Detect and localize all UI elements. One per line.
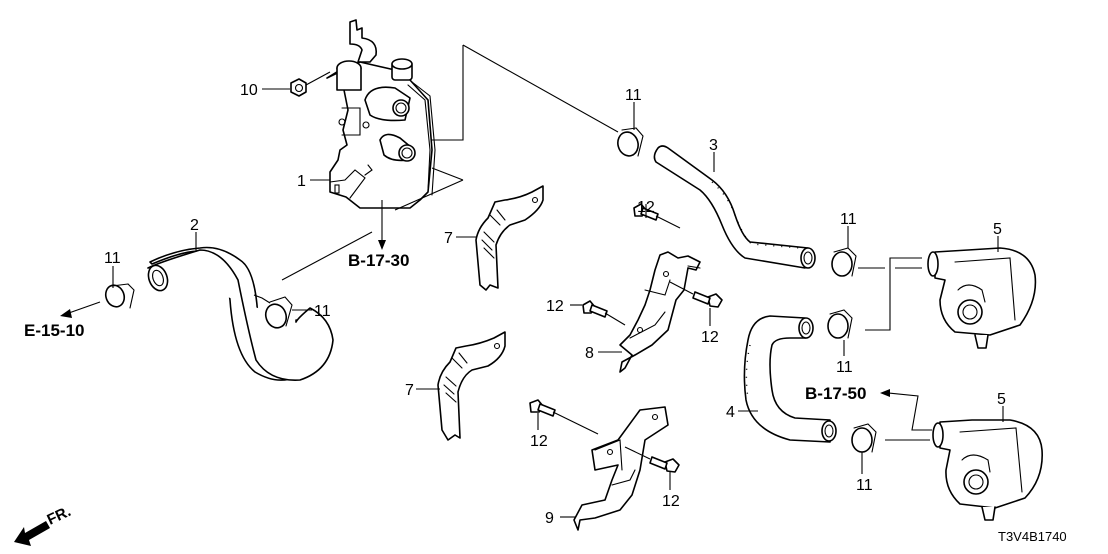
callout-12-b: 12 xyxy=(546,298,564,315)
callout-7-upper: 7 xyxy=(444,230,453,247)
callout-1: 1 xyxy=(297,173,306,190)
front-label: FR. xyxy=(45,503,74,529)
bolt-part-12-d[interactable] xyxy=(529,399,599,435)
callout-11-pump-lower: 11 xyxy=(856,477,873,494)
callout-12-c: 12 xyxy=(701,329,719,346)
nut-part-10[interactable] xyxy=(290,71,331,97)
callout-11-left: 11 xyxy=(104,250,121,267)
diagram-code: T3V4B1740 xyxy=(998,529,1067,544)
bracket-part-9[interactable] xyxy=(573,406,669,531)
bracket-part-8[interactable] xyxy=(619,251,701,373)
callout-4: 4 xyxy=(726,404,735,421)
callout-2: 2 xyxy=(190,217,199,234)
reference-e-15-10[interactable]: E-15-10 xyxy=(24,321,84,340)
reference-arrows xyxy=(60,200,890,397)
clamp-part-11-pump-upper[interactable] xyxy=(831,247,857,277)
bolt-part-12-a[interactable] xyxy=(633,203,681,229)
callout-8: 8 xyxy=(585,345,594,362)
callout-leaders xyxy=(112,88,1004,518)
clamp-part-11-hose3[interactable] xyxy=(615,127,644,158)
reference-b-17-30[interactable]: B-17-30 xyxy=(348,251,409,270)
hose-part-3[interactable] xyxy=(653,145,816,269)
callout-12-e: 12 xyxy=(662,493,680,510)
front-arrow-icon xyxy=(14,521,50,546)
front-direction-indicator: FR. xyxy=(14,503,74,546)
clamp-part-11-hose2[interactable] xyxy=(262,296,293,331)
clamp-part-11-pump-middle[interactable] xyxy=(827,309,853,339)
callout-7-lower: 7 xyxy=(405,382,414,399)
callout-5-lower: 5 xyxy=(997,391,1006,408)
bolt-part-12-e[interactable] xyxy=(624,446,680,473)
water-pump-part-5-upper[interactable] xyxy=(927,247,1037,349)
callout-10: 10 xyxy=(240,82,258,99)
callout-numbers: 10 1 2 11 11 11 3 11 5 11 5 11 4 7 7 8 9… xyxy=(104,82,1006,527)
assembly-lines xyxy=(253,44,932,441)
callout-11-hose3: 11 xyxy=(625,87,642,104)
callout-3: 3 xyxy=(709,137,718,154)
water-pump-part-5-lower[interactable] xyxy=(932,419,1043,521)
bracket-part-7-upper[interactable] xyxy=(475,185,544,291)
hose-part-4[interactable] xyxy=(743,315,837,443)
bracket-part-7-lower[interactable] xyxy=(437,331,506,441)
callout-12-d: 12 xyxy=(530,433,548,450)
clamp-part-11-left[interactable] xyxy=(103,283,135,310)
reference-b-17-50[interactable]: B-17-50 xyxy=(805,384,866,403)
valve-assembly-part-1[interactable] xyxy=(326,19,436,209)
callout-12-a: 12 xyxy=(637,199,655,216)
callout-5-upper: 5 xyxy=(993,221,1002,238)
callout-11-pump-middle: 11 xyxy=(836,359,853,376)
callout-11-pump-upper: 11 xyxy=(840,211,857,228)
bolt-part-12-c[interactable] xyxy=(669,281,723,308)
callout-11-hose2: 11 xyxy=(314,303,331,320)
hose-part-2[interactable] xyxy=(145,246,334,381)
callout-9: 9 xyxy=(545,510,554,527)
bolt-part-12-b[interactable] xyxy=(582,300,626,326)
clamp-part-11-pump-lower[interactable] xyxy=(851,423,877,453)
